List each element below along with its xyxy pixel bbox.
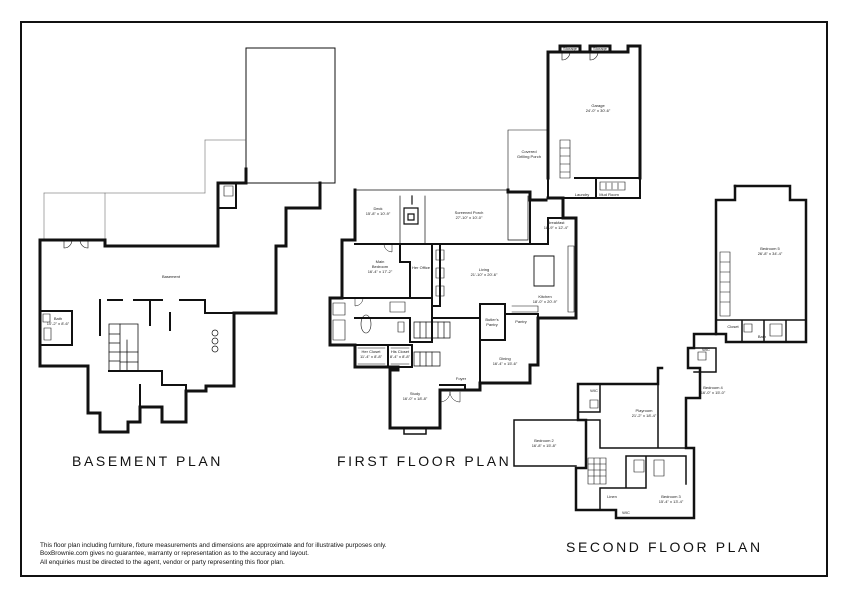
label-wic-2: WIC: [590, 388, 598, 393]
label-study-dims: 16'-0" x 18'-8": [403, 396, 428, 401]
label-foyer: Foyer: [456, 376, 467, 381]
second-floor-fixtures: [589, 323, 783, 477]
screened-porch-outline: [354, 189, 529, 245]
label-playroom-dims: 21'-2" x 18'-4": [632, 413, 657, 418]
mud-room-fixtures: [599, 181, 626, 191]
disclaimer: This floor plan including furniture, fix…: [40, 542, 460, 567]
label-kitchen: Kitchen: [538, 294, 551, 299]
basement-plan-title: BASEMENT PLAN: [72, 453, 224, 469]
label-wic-3: WIC: [622, 510, 630, 515]
label-basement-bath-dims: 10'-2" x 8'-6": [47, 321, 70, 326]
basement-interior-walls: [39, 182, 237, 408]
label-her-closet: Her Closet: [362, 349, 382, 354]
label-breakfast-dims: 18'-9" x 12'-4": [544, 225, 569, 230]
label-basement: Basement: [162, 274, 181, 279]
bedroom5-walls: [714, 184, 808, 344]
label-covered-porch: Covered: [521, 149, 536, 154]
garage-doors: [561, 51, 642, 121]
first-floor-plan-title: FIRST FLOOR PLAN: [337, 453, 512, 469]
garage-stair: [559, 139, 571, 179]
second-floor-stair: [587, 457, 607, 485]
first-floor-interior-walls: [341, 199, 577, 391]
label-his-closet: His Closet: [391, 349, 410, 354]
pantry-shelves: [435, 249, 445, 297]
label-wic-1: WIC: [702, 347, 710, 352]
second-floor-plan: [513, 184, 808, 520]
label-kitchen-dims: 18'-0" x 20'-9": [533, 299, 558, 304]
label-mud-room: Mud Room: [599, 192, 619, 197]
label-main-bedroom-dims: 16'-4" x 17'-2": [368, 269, 393, 274]
label-main-bedroom-2: Bedroom: [372, 264, 389, 269]
first-floor-doors: [354, 243, 461, 403]
label-garage-dims: 24'-0" x 30'-6": [586, 108, 611, 113]
label-her-closet-dims: 11'-4" x 8'-8": [360, 354, 383, 359]
label-bedroom-3-dims: 15'-4" x 13'-4": [659, 499, 684, 504]
label-bedroom-5-dims: 26'-8" x 34'-4": [758, 251, 783, 256]
label-storage-1: Storage: [563, 46, 578, 51]
label-bedroom-3: Bedroom 3: [661, 494, 681, 499]
label-storage-2: Storage: [593, 46, 608, 51]
label-bedroom-4-dims: 16'-0" x 15'-0": [701, 390, 726, 395]
basement-doors: [63, 239, 89, 249]
drawing-frame: [20, 21, 828, 577]
label-laundry: Laundry: [575, 192, 589, 197]
label-dining: Dining: [499, 356, 510, 361]
study-bay: [403, 427, 427, 435]
disclaimer-line: This floor plan including furniture, fix…: [40, 542, 387, 549]
label-bedroom-4: Bedroom 4: [703, 385, 723, 390]
label-pantry: Pantry: [515, 319, 527, 324]
label-bedroom-2-dims: 16'-8" x 15'-8": [532, 443, 557, 448]
label-screened-porch: Screened Porch: [455, 210, 484, 215]
room-labels: Basement Bath 10'-2" x 8'-6" Storage Sto…: [47, 46, 783, 515]
closet-shelves: [357, 347, 410, 365]
label-garage: Garage: [591, 103, 605, 108]
label-bath-b5: Bath: [758, 334, 766, 339]
basement-bath-fixtures: [42, 185, 234, 341]
basement-outer-walls: [38, 167, 322, 434]
label-bedroom-2: Bedroom 2: [534, 438, 554, 443]
second-floor-plan-title: SECOND FLOOR PLAN: [566, 539, 763, 555]
label-butlers-pantry: Butler's: [485, 317, 498, 322]
basement-plan: [38, 47, 336, 434]
basement-spa: [211, 329, 219, 353]
label-main-bedroom: Main: [376, 259, 385, 264]
basement-garage-outline: [245, 47, 336, 184]
label-playroom: Playroom: [636, 408, 654, 413]
first-floor-plan: [328, 44, 642, 435]
mud-room-walls: [547, 177, 641, 199]
label-closet: Closet: [727, 324, 739, 329]
label-breakfast: Breakfast: [548, 220, 566, 225]
covered-porch-outline: [507, 129, 549, 191]
label-living-dims: 21'-10" x 20'-6": [471, 272, 498, 277]
label-bedroom-5: Bedroom 5: [760, 246, 780, 251]
porch-fireplace: [403, 195, 419, 225]
label-deck-dims: 15'-8" x 10'-9": [366, 211, 391, 216]
label-dining-dims: 16'-4" x 15'-6": [493, 361, 518, 366]
label-basement-bath: Bath: [54, 316, 62, 321]
label-living: Living: [479, 267, 489, 272]
first-floor-outer-walls: [328, 188, 578, 430]
bedroom5-stair: [719, 251, 731, 317]
label-study: Study: [410, 391, 420, 396]
label-butlers-pantry-2: Pantry: [486, 322, 498, 327]
label-deck: Deck: [373, 206, 382, 211]
garage-walls: [546, 44, 642, 180]
label-linen: Linen: [607, 494, 617, 499]
second-floor-interior-walls: [577, 319, 807, 511]
label-covered-porch-2: Grilling Porch: [517, 154, 541, 159]
disclaimer-line: BoxBrownie.com gives no guarantee, warra…: [40, 550, 309, 558]
label-his-closet-dims: 8'-4" x 8'-8": [390, 354, 411, 359]
main-bath-fixtures: [332, 301, 406, 341]
label-screened-porch-dims: 27'-10" x 10'-0": [456, 215, 483, 220]
kitchen-island: [533, 255, 555, 287]
basement-stair: [108, 323, 139, 372]
disclaimer-line: All enquiries must be directed to the ag…: [40, 558, 285, 566]
label-her-office: Her Office: [412, 265, 431, 270]
basement-patio-lines: [43, 139, 247, 241]
kitchen-counters: [511, 245, 575, 313]
bedroom2-walls: [513, 419, 587, 467]
main-stair: [413, 321, 451, 367]
